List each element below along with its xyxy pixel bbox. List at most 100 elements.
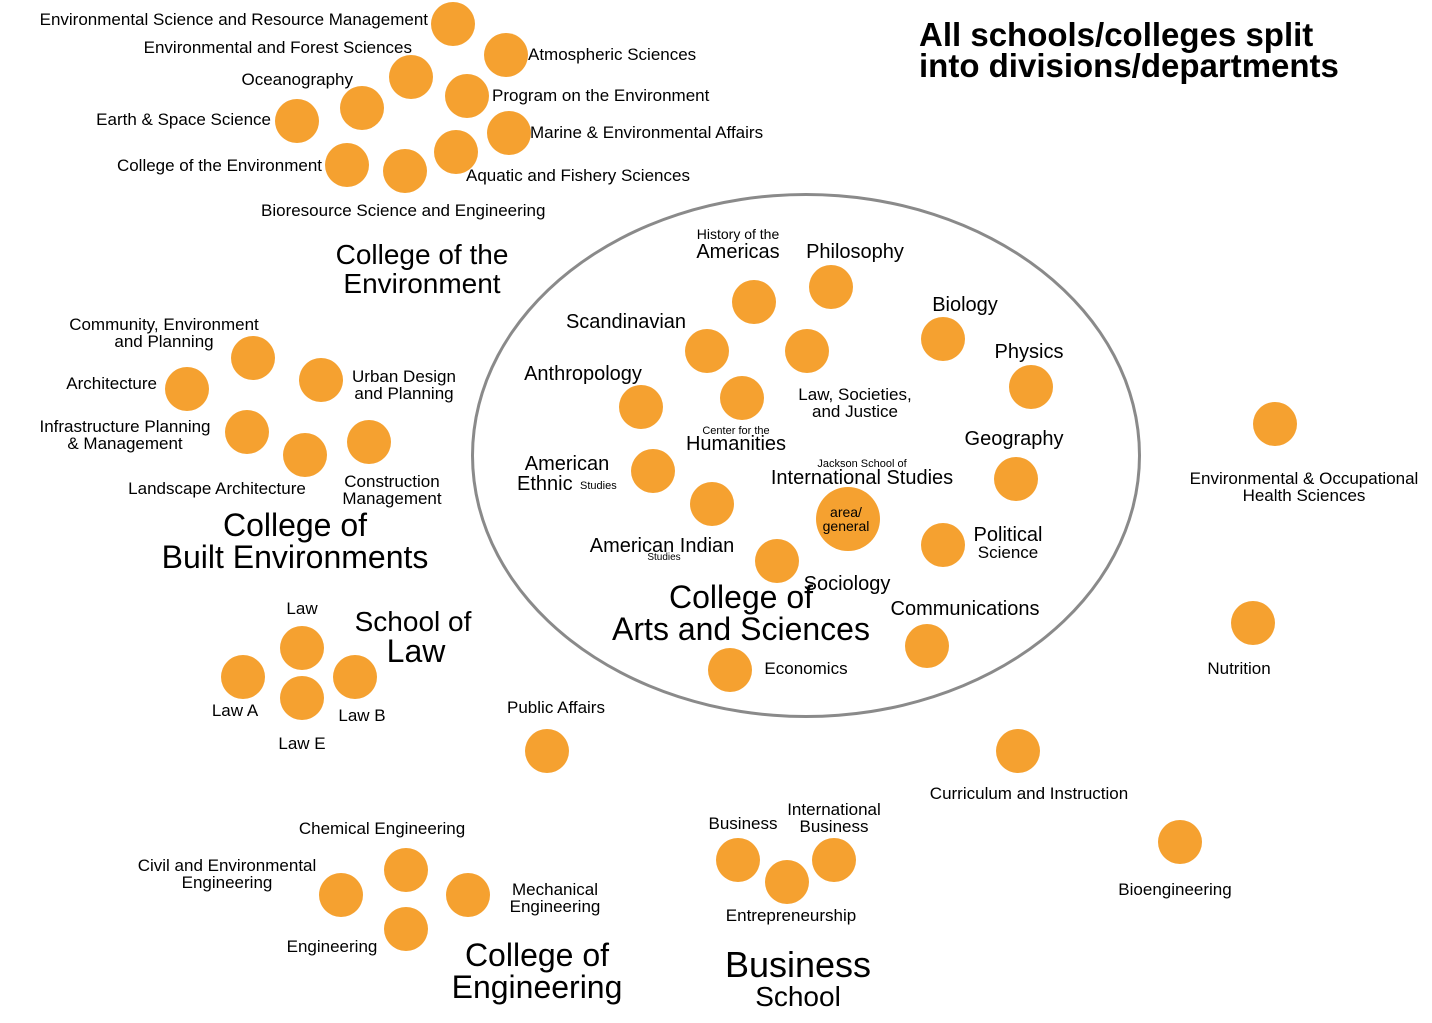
node-marine-env-affairs	[487, 111, 531, 155]
group-arts-sciences: College of Arts and Sciences	[612, 579, 870, 647]
node-communications	[905, 624, 949, 668]
node-nutrition	[1231, 601, 1275, 645]
label-political-science-1: Political	[973, 524, 1043, 546]
node-anthropology	[619, 385, 663, 429]
node-law-a	[221, 655, 265, 699]
label-economics: Economics	[764, 659, 848, 678]
label-nutrition: Nutrition	[1207, 659, 1271, 678]
label-history-americas: Americas	[696, 241, 780, 263]
group-business-2: School	[755, 981, 841, 1012]
label-jackson-small: Jackson School of	[817, 458, 907, 470]
label-bioengineering: Bioengineering	[1118, 880, 1232, 899]
arts-sciences-boundary	[471, 193, 1141, 718]
node-sociology	[755, 539, 799, 583]
node-economics	[708, 648, 752, 692]
label-american-ethnic-2: Ethnic	[517, 473, 573, 495]
node-aquatic-fishery	[434, 130, 478, 174]
label-public-affairs: Public Affairs	[507, 698, 605, 717]
label-community-env-planning: Community, Environment and Planning	[69, 315, 259, 351]
label-program-environment: Program on the Environment	[492, 86, 710, 105]
label-env-forest-sciences: Environmental and Forest Sciences	[143, 38, 412, 57]
label-curriculum-instruction: Curriculum and Instruction	[929, 784, 1129, 803]
label-geography: Geography	[964, 428, 1064, 450]
label-infrastructure: Infrastructure Planning & Management	[39, 417, 211, 453]
group-college-engineering: College of Engineering	[451, 937, 623, 1005]
label-oceanography: Oceanography	[241, 70, 353, 89]
label-jackson-school: International Studies	[770, 467, 954, 489]
label-earth-space-science: Earth & Space Science	[96, 110, 271, 129]
label-chemical-engineering: Chemical Engineering	[298, 819, 466, 838]
label-area-general: area/ general	[822, 504, 870, 534]
label-civil-env-engineering: Civil and Environmental Engineering	[137, 856, 317, 892]
group-school-law-2: Law	[386, 633, 446, 669]
node-political-science	[921, 523, 965, 567]
label-humanities-small: Center for the	[702, 425, 770, 437]
node-humanities	[720, 376, 764, 420]
label-law: Law	[286, 599, 318, 618]
label-env-occ-health: Environmental & Occupational Health Scie…	[1189, 469, 1419, 505]
label-scandinavian: Scandinavian	[565, 311, 687, 333]
node-construction-mgmt	[347, 420, 391, 464]
label-law-societies-justice: Law, Societies, and Justice	[798, 385, 912, 421]
label-aquatic-fishery: Aquatic and Fishery Sciences	[466, 166, 690, 185]
group-business-1: Business	[724, 944, 872, 985]
node-env-forest-sciences	[389, 55, 433, 99]
label-philosophy: Philosophy	[806, 241, 904, 263]
node-civil-env-engineering	[319, 873, 363, 917]
label-marine-env-affairs: Marine & Environmental Affairs	[530, 123, 764, 142]
label-anthropology: Anthropology	[524, 363, 642, 385]
node-env-sci-resource-mgmt	[431, 2, 475, 46]
group-college-environment: College of the Environment	[335, 239, 509, 300]
label-construction-mgmt: Construction Management	[342, 472, 442, 508]
label-landscape-architecture: Landscape Architecture	[128, 479, 306, 498]
node-physics	[1009, 365, 1053, 409]
node-earth-space-science	[275, 99, 319, 143]
node-law-e	[280, 676, 324, 720]
label-atmospheric-sciences: Atmospheric Sciences	[528, 45, 697, 64]
node-env-occ-health	[1253, 402, 1297, 446]
label-physics: Physics	[994, 341, 1064, 363]
node-infrastructure	[225, 410, 269, 454]
group-built-environments: College of Built Environments	[161, 507, 429, 575]
node-jackson-school	[816, 487, 880, 551]
node-landscape-architecture	[283, 433, 327, 477]
label-international-business: International Business	[787, 800, 881, 836]
node-law	[280, 626, 324, 670]
diagram-title: All schools/colleges split into division…	[919, 16, 1339, 85]
label-urban-design: Urban Design and Planning	[352, 367, 456, 403]
node-bioengineering	[1158, 820, 1202, 864]
label-architecture: Architecture	[66, 374, 157, 393]
label-law-e: Law E	[278, 734, 326, 753]
node-international-business	[812, 838, 856, 882]
node-mechanical-engineering	[446, 873, 490, 917]
node-philosophy	[809, 265, 853, 309]
node-american-indian-studies	[690, 482, 734, 526]
label-humanities: Humanities	[685, 433, 787, 455]
node-law-b	[333, 655, 377, 699]
node-american-ethnic-studies	[631, 449, 675, 493]
node-engineering	[384, 907, 428, 951]
node-atmospheric-sciences	[484, 33, 528, 77]
node-scandinavian	[685, 329, 729, 373]
label-biology: Biology	[932, 294, 998, 316]
node-law-societies-justice	[785, 329, 829, 373]
node-geography	[994, 457, 1038, 501]
node-history-americas	[732, 280, 776, 324]
group-school-law-1: School of	[354, 606, 472, 637]
label-law-b: Law B	[338, 706, 386, 725]
node-entrepreneurship	[765, 860, 809, 904]
label-history-americas-small: History of the	[696, 226, 780, 242]
node-bioresource	[383, 149, 427, 193]
label-business: Business	[708, 814, 778, 833]
node-public-affairs	[525, 729, 569, 773]
label-env-sci-resource-mgmt: Environmental Science and Resource Manag…	[39, 10, 428, 29]
label-engineering: Engineering	[286, 937, 378, 956]
node-program-environment	[445, 74, 489, 118]
node-biology	[921, 317, 965, 361]
node-architecture	[165, 367, 209, 411]
label-american-ethnic-small: Studies	[580, 480, 617, 492]
node-college-environment	[325, 143, 369, 187]
label-political-science-2: Science	[977, 543, 1039, 562]
label-mechanical-engineering: Mechanical Engineering	[509, 880, 601, 916]
